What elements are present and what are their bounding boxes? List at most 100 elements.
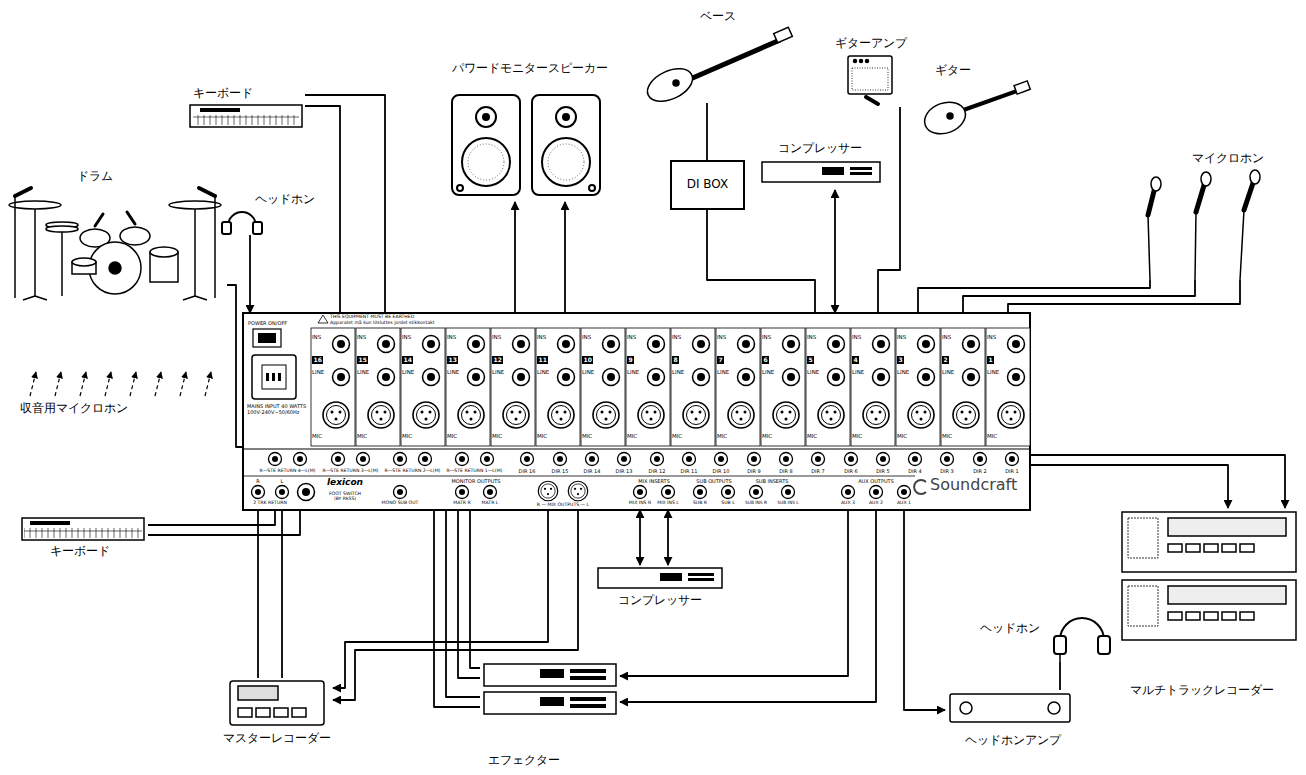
jack-label: LINE bbox=[357, 370, 369, 376]
mixer-panel bbox=[845, 453, 858, 466]
jack-label: MIC bbox=[627, 434, 637, 440]
jack-label: INS bbox=[312, 335, 321, 341]
mixer-panel bbox=[851, 328, 895, 446]
jack-label: AUX 1 bbox=[897, 501, 911, 506]
jack-label: MIC bbox=[987, 434, 997, 440]
cable-connector bbox=[667, 510, 669, 565]
mixer-panel bbox=[243, 313, 1030, 510]
jack-label: MIX INS R bbox=[629, 501, 651, 506]
cable-connector bbox=[620, 510, 848, 676]
section-label: MONITOR OUTPUTS bbox=[451, 479, 500, 484]
direct-out-label: DIR 3 bbox=[940, 469, 954, 474]
speakers bbox=[452, 95, 600, 195]
jack-label: INS bbox=[312, 335, 321, 341]
bass-illustration bbox=[642, 62, 697, 108]
direct-out-label: DIR 7 bbox=[811, 469, 825, 474]
bass-illustration bbox=[774, 27, 793, 43]
mixer-panel bbox=[253, 329, 281, 347]
jack-label: LINE bbox=[852, 370, 864, 376]
cable-connector bbox=[470, 510, 480, 668]
channel-number: 7 bbox=[717, 356, 724, 364]
compressor-top-illustration bbox=[762, 162, 880, 182]
jack-label: MATR L bbox=[482, 501, 499, 506]
device-label: コンプレッサー bbox=[778, 142, 862, 156]
guitar-device: ギター bbox=[915, 62, 1030, 142]
pickup-arrows bbox=[55, 372, 61, 396]
mixer-panel bbox=[446, 328, 490, 446]
master-recorder-illustration bbox=[238, 708, 252, 717]
section-label: SUB OUTPUTS bbox=[696, 479, 731, 484]
drum-kit bbox=[214, 196, 216, 298]
warning-label: THIS EQUIPMENT MUST BE EARTHED bbox=[330, 315, 414, 320]
jack-label: INS bbox=[447, 335, 456, 341]
compressor-top-illustration bbox=[850, 167, 872, 170]
guitar-illustration bbox=[1014, 81, 1030, 94]
mixer-panel bbox=[877, 453, 890, 466]
jack-label: MIC bbox=[402, 434, 412, 440]
jack-label: LINE bbox=[627, 370, 639, 376]
jack-label: SUB INS R bbox=[745, 501, 767, 505]
speakers bbox=[452, 95, 520, 195]
compressor-bottom-illustration bbox=[688, 578, 714, 581]
multitrack-illustration bbox=[1240, 612, 1254, 620]
jack-label: MIX INS R bbox=[629, 501, 651, 506]
cable-connector bbox=[1059, 662, 1061, 690]
cable-connector bbox=[564, 202, 566, 313]
mixer-panel bbox=[272, 373, 275, 381]
drum-kit bbox=[95, 212, 135, 226]
mixer-panel bbox=[311, 328, 355, 446]
jack-label: SUB L bbox=[721, 501, 734, 506]
jack-label: MIC bbox=[627, 434, 637, 440]
device-label: マスターレコーダー bbox=[223, 732, 331, 746]
drum-device: ドラム bbox=[5, 168, 227, 300]
jack-label: INS bbox=[402, 335, 411, 341]
pickup-arrows bbox=[155, 372, 161, 396]
mixer-panel bbox=[651, 453, 664, 466]
device-label: パワードモニタースピーカー bbox=[452, 62, 608, 76]
jack-label: MIX INS L bbox=[657, 501, 679, 506]
cable-connector bbox=[249, 235, 251, 313]
jack-label: SUB R bbox=[693, 501, 707, 506]
mixer-panel bbox=[896, 328, 940, 446]
direct-out-label: DIR 7 bbox=[811, 469, 825, 474]
speakers bbox=[548, 144, 584, 180]
jack-label: 2 TRK RETURN bbox=[253, 501, 287, 506]
jack-label: INS bbox=[942, 335, 951, 341]
mixer-panel bbox=[481, 453, 494, 466]
mixer-panel bbox=[671, 328, 715, 446]
device-label: エフェクター bbox=[488, 754, 560, 768]
pickup-arrows bbox=[105, 372, 111, 396]
speakers bbox=[542, 138, 590, 186]
drum-kit bbox=[9, 201, 61, 209]
direct-out-label: DIR 5 bbox=[876, 469, 890, 474]
jack-label: LINE bbox=[537, 370, 549, 376]
microphones bbox=[1148, 170, 1260, 280]
jack-label: MIC bbox=[492, 434, 502, 440]
mixer-panel bbox=[298, 484, 315, 501]
channel-number: 3 bbox=[897, 356, 904, 364]
mixer-panel bbox=[715, 453, 728, 466]
cable-connector bbox=[148, 510, 300, 535]
mixer-panel bbox=[898, 486, 911, 499]
effectors-illustration bbox=[570, 669, 606, 673]
effectors-illustration bbox=[484, 664, 616, 714]
jack-label: MIC bbox=[717, 434, 727, 440]
mixer-panel bbox=[581, 328, 625, 446]
section-label: SUB INSERTS bbox=[756, 479, 789, 484]
mixer-panel bbox=[806, 328, 850, 446]
jack-label: LINE bbox=[447, 370, 459, 376]
jack-label: MIC bbox=[402, 434, 412, 440]
jack-label: LINE bbox=[402, 370, 414, 376]
jack-label: INS bbox=[672, 335, 681, 341]
pickup-arrows bbox=[30, 372, 211, 396]
cable-connector bbox=[305, 106, 340, 313]
mixer-panel bbox=[914, 480, 926, 494]
direct-out-label: DIR 13 bbox=[616, 469, 633, 474]
direct-out-label: DIR 8 bbox=[779, 469, 793, 474]
direct-out-label: DIR 5 bbox=[876, 469, 890, 474]
drum-kit bbox=[15, 188, 31, 196]
master-recorder-illustration bbox=[256, 708, 270, 717]
jack-label: MIC bbox=[852, 434, 862, 440]
jack-label: INS bbox=[717, 335, 726, 341]
jack-label: MIC bbox=[537, 434, 547, 440]
